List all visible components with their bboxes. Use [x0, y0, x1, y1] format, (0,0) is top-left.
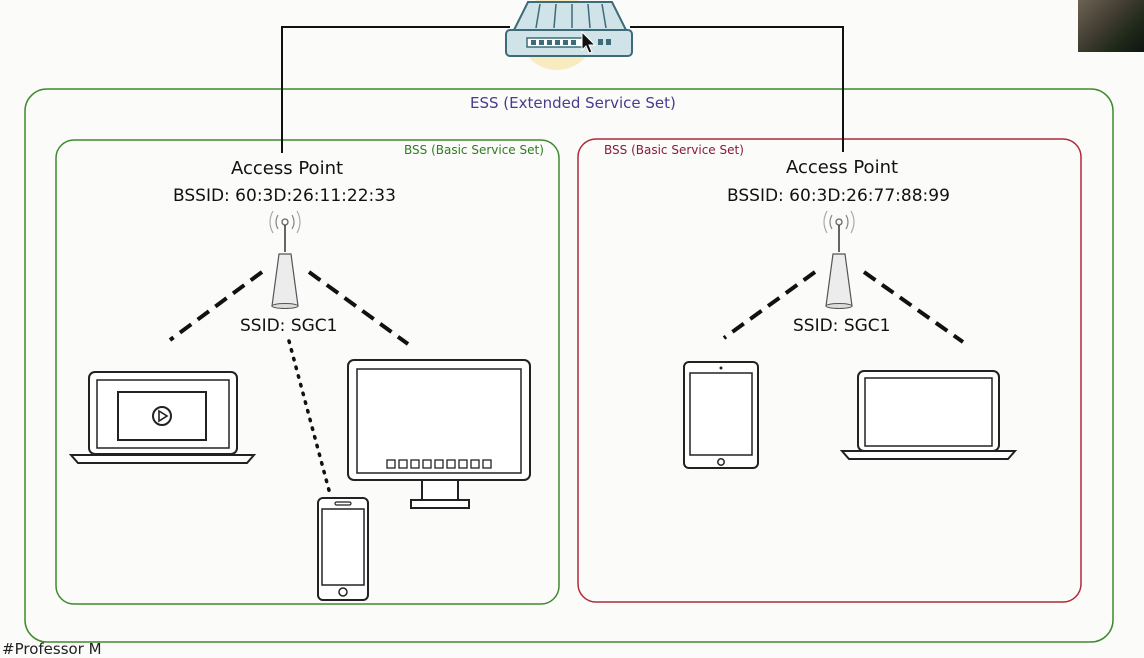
- smartphone-icon: [317, 497, 369, 601]
- wireless-access-point-icon-right: [823, 210, 855, 309]
- wired-link-left: [281, 26, 510, 153]
- webcam-overlay: [1078, 0, 1144, 52]
- ssid-right: SSID: SGC1: [793, 316, 891, 336]
- bss-right-label: BSS (Basic Service Set): [604, 143, 744, 157]
- ess-boundary: [24, 88, 1114, 643]
- wireless-link-laptop-right: [862, 270, 965, 344]
- bss-right-boundary: [577, 138, 1082, 603]
- ssid-left: SSID: SGC1: [240, 316, 338, 336]
- router-icon[interactable]: [505, 0, 633, 70]
- play-icon: [152, 406, 172, 426]
- wired-link-right: [630, 26, 844, 152]
- tablet-icon: [683, 361, 759, 469]
- footer-caption: #Professor M: [2, 640, 102, 658]
- bss-left-label: BSS (Basic Service Set): [404, 143, 544, 157]
- wireless-link-tablet: [722, 270, 817, 340]
- mouse-cursor-icon: [581, 30, 597, 54]
- wireless-link-phone: [287, 339, 332, 496]
- bss-left-boundary: [55, 139, 560, 605]
- bssid-right: BSSID: 60:3D:26:77:88:99: [727, 186, 950, 206]
- wireless-access-point-icon: [269, 210, 301, 309]
- wireless-link-laptop: [168, 270, 264, 342]
- bssid-left: BSSID: 60:3D:26:11:22:33: [173, 186, 396, 206]
- access-point-title-left: Access Point: [231, 158, 344, 179]
- laptop-icon-right: [839, 370, 1018, 460]
- ess-label: ESS (Extended Service Set): [470, 94, 676, 112]
- access-point-title-right: Access Point: [786, 157, 899, 178]
- monitor-icon: [347, 359, 531, 509]
